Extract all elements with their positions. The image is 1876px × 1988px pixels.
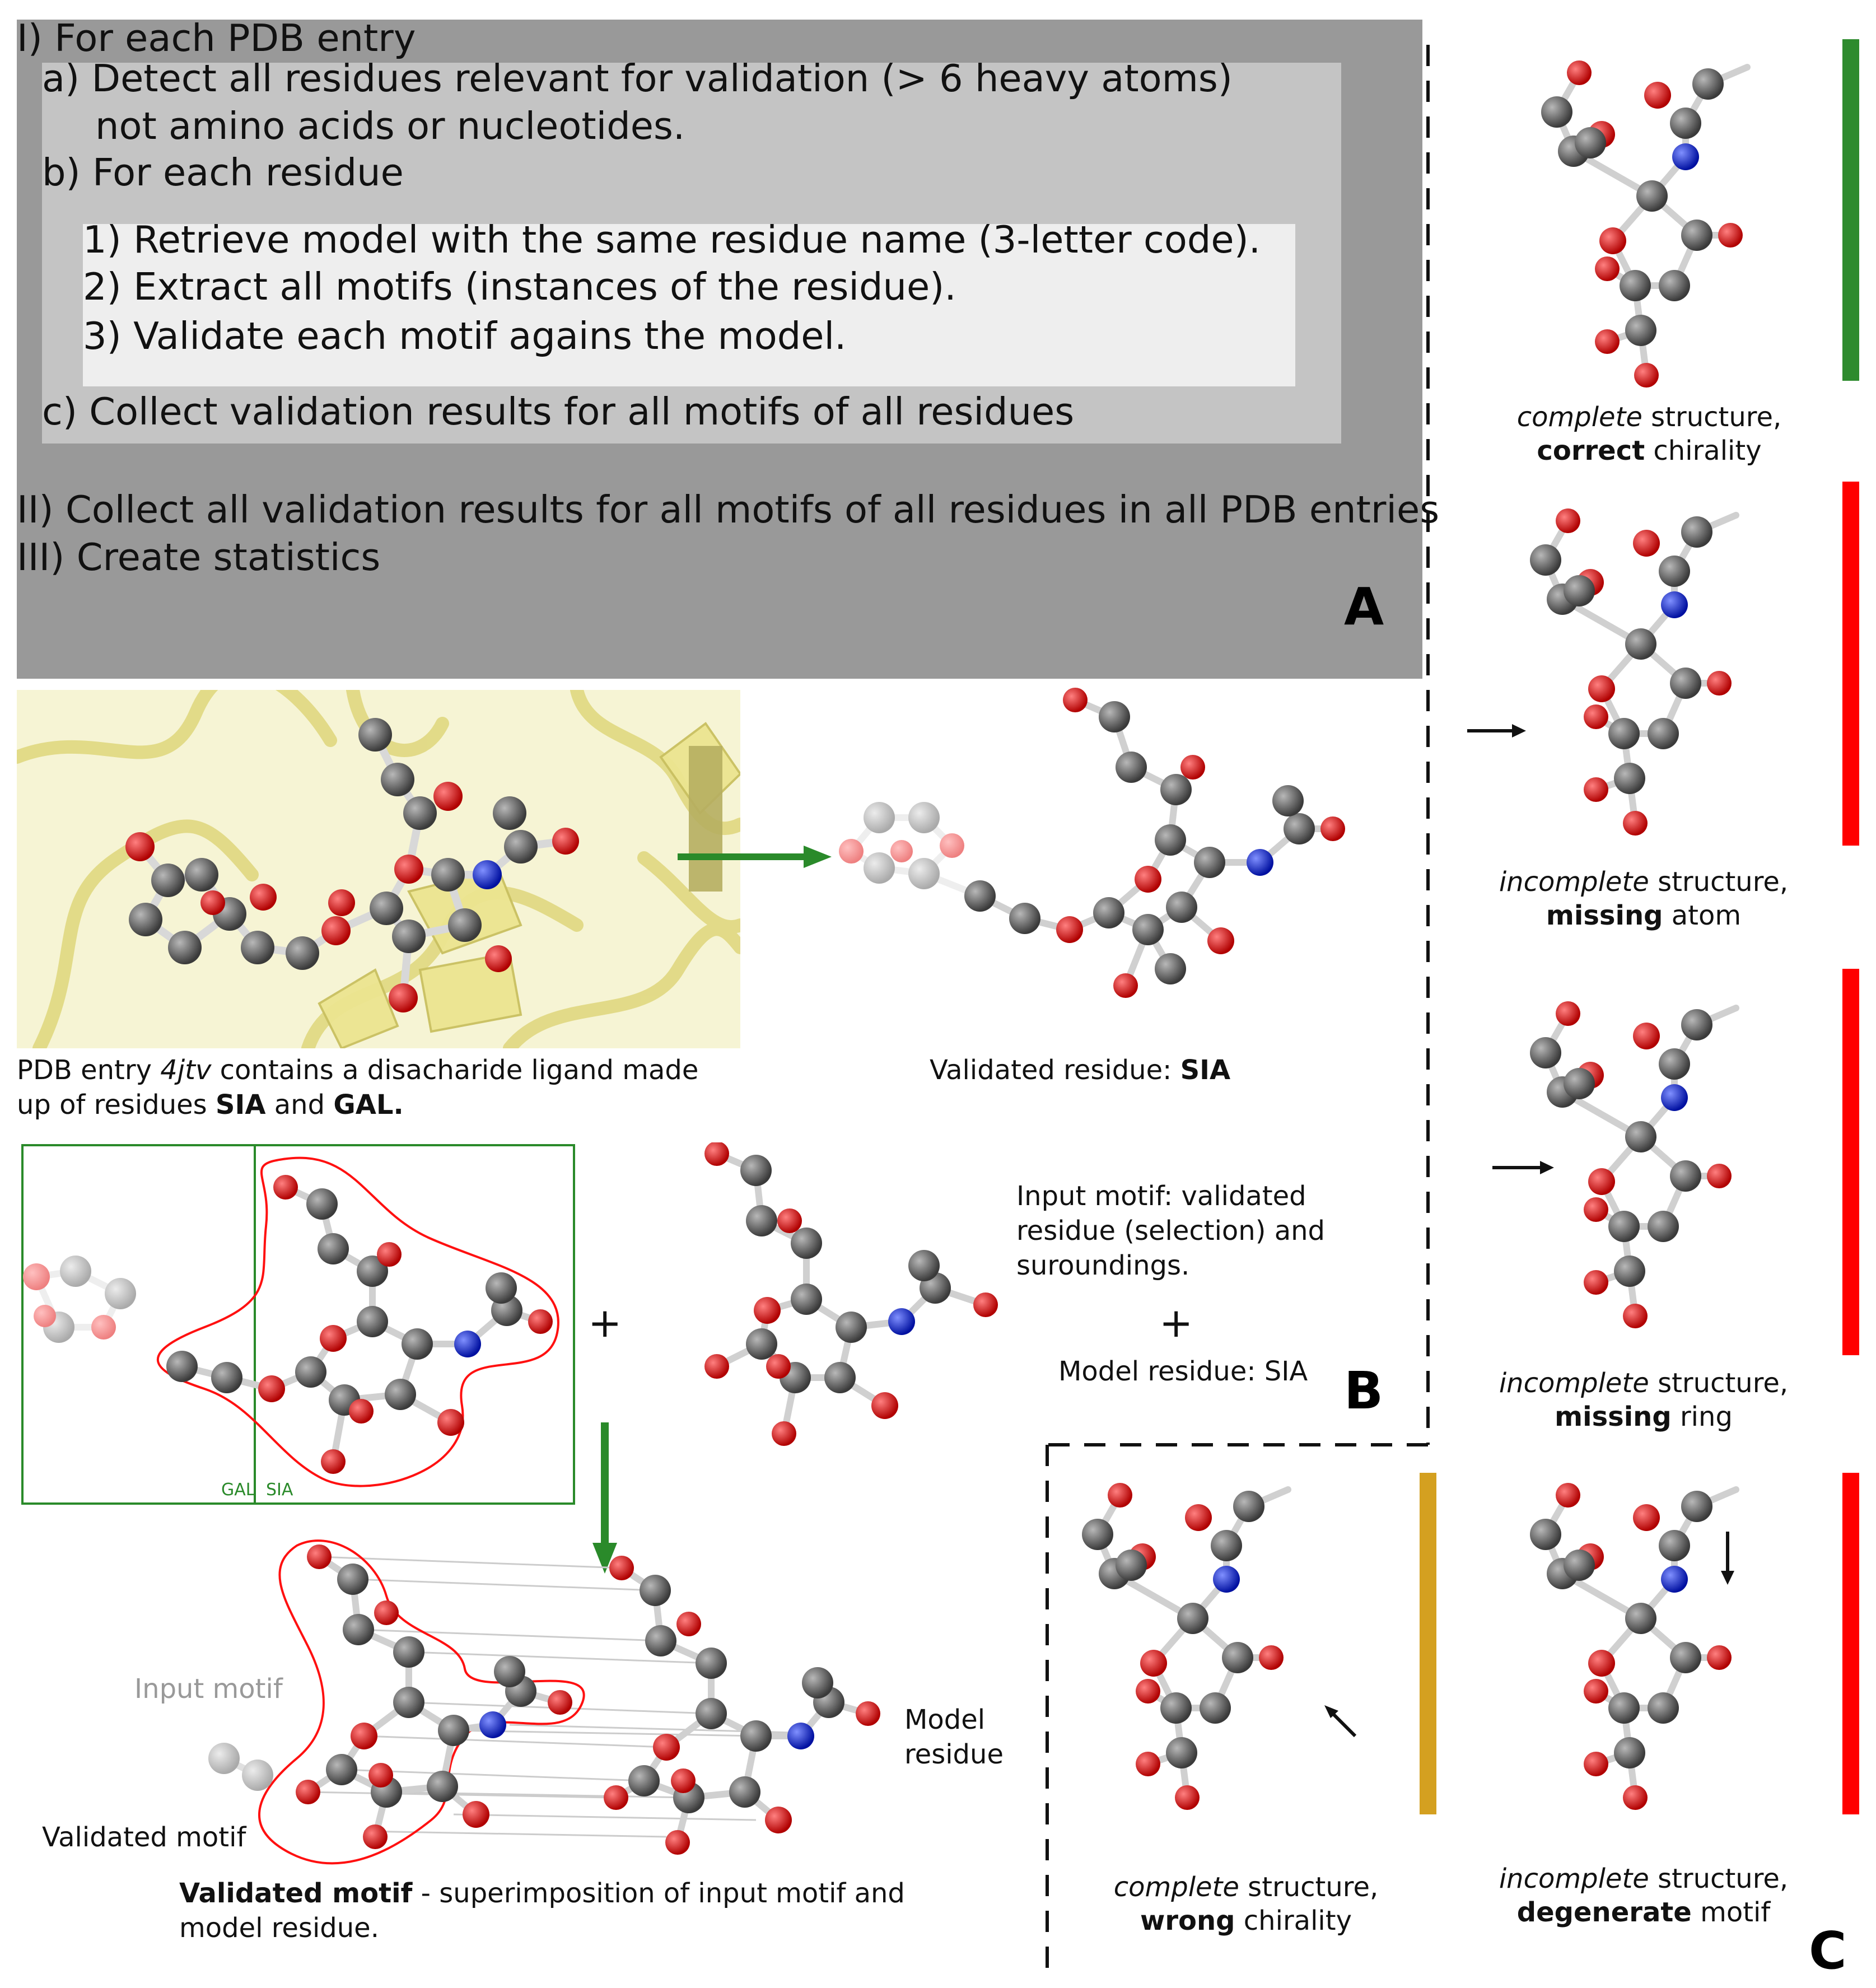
panel-c-label: C — [1809, 1921, 1847, 1981]
model-residue-molecule — [704, 1142, 998, 1446]
workflow-step-1a-cont: not amino acids or nucleotides. — [95, 104, 685, 148]
workflow-step-1: I) For each PDB entry — [17, 16, 416, 60]
case-missing-atom-caption: incomplete structure, missing atom — [1499, 866, 1789, 931]
case-missing-ring-caption: incomplete structure, missing ring — [1499, 1368, 1789, 1432]
superimposition-diagram — [208, 1539, 880, 1865]
case-missing-atom-molecule — [1530, 508, 1736, 836]
case-degenerate-molecule — [1530, 1483, 1736, 1810]
case-wrong-chirality-molecule — [1082, 1483, 1288, 1810]
workflow-step-1b-3: 3) Validate each motif agains the model. — [83, 314, 847, 358]
case-degenerate-caption: incomplete structure, degenerate motif — [1499, 1863, 1789, 1928]
case-wrong-chirality-caption: complete structure, wrong chirality — [1113, 1872, 1379, 1936]
plus-sign-2: + — [1159, 1299, 1193, 1346]
model-residue-label: Model residue — [904, 1704, 1004, 1770]
protein-structure-image — [17, 690, 740, 1048]
case-correct-caption: complete structure, correct chirality — [1516, 402, 1782, 466]
status-bar-correct — [1842, 39, 1859, 381]
superimposition-caption: Validated motif - superimposition of inp… — [179, 1878, 905, 1944]
case-missing-ring-molecule — [1530, 1001, 1736, 1328]
input-motif-selection-box: GAL SIA — [21, 1144, 575, 1505]
sia-label: SIA — [266, 1480, 293, 1500]
workflow-step-3: III) Create statistics — [17, 535, 381, 579]
workflow-step-1b: b) For each residue — [42, 151, 404, 194]
workflow-step-1b-1: 1) Retrieve model with the same residue … — [83, 218, 1261, 262]
panel-b-label: B — [1344, 1361, 1384, 1421]
workflow-step-2: II) Collect all validation results for a… — [17, 488, 1440, 531]
input-motif-description: Input motif: validated residue (selectio… — [1016, 1180, 1325, 1281]
panel-a-innermost-box — [83, 224, 1295, 386]
workflow-step-1c: c) Collect validation results for all mo… — [42, 390, 1075, 433]
wrong-chirality-arrow — [1328, 1709, 1357, 1738]
status-bar-missing-atom — [1842, 482, 1859, 846]
status-bar-missing-ring — [1842, 969, 1859, 1355]
superimpose-arrow — [592, 1422, 617, 1574]
panel-a-label: A — [1344, 577, 1384, 637]
extract-arrow — [678, 846, 832, 868]
workflow-step-1b-2: 2) Extract all motifs (instances of the … — [83, 265, 956, 309]
validated-residue-molecule — [839, 688, 1345, 998]
workflow-step-1a: a) Detect all residues relevant for vali… — [42, 57, 1233, 100]
validated-motif-label: Validated motif — [42, 1822, 246, 1853]
validated-residue-caption: Validated residue: SIA — [930, 1054, 1231, 1086]
pdb-entry-caption: PDB entry 4jtv contains a disacharide li… — [17, 1054, 699, 1121]
gal-label: GAL — [221, 1480, 255, 1500]
status-bar-degenerate — [1842, 1473, 1859, 1814]
status-bar-wrong-chirality — [1420, 1473, 1436, 1814]
input-motif-label: Input motif — [134, 1673, 283, 1705]
plus-sign: + — [588, 1299, 622, 1346]
case-correct-molecule — [1541, 60, 1747, 388]
model-residue-description: Model residue: SIA — [1058, 1356, 1308, 1387]
